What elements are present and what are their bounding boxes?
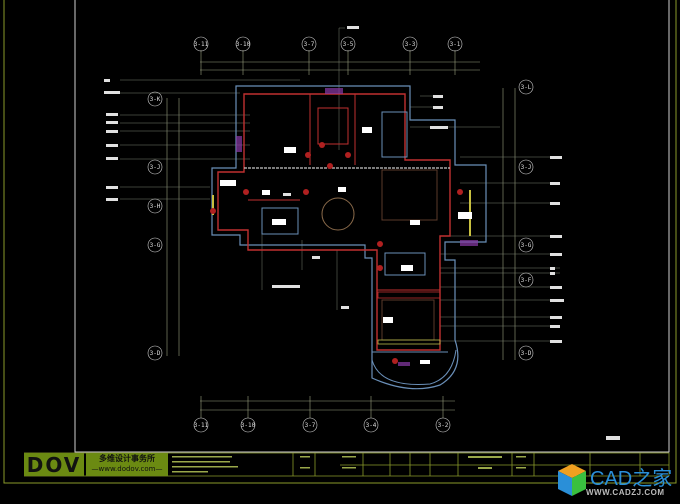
annotation-labels: [104, 26, 620, 440]
axis-label: 3-3: [405, 41, 416, 48]
axis-label: 3-7: [305, 422, 316, 429]
top-axis-bubbles: 3-11 3-10 3-7 3-5 3-3 3-1: [193, 36, 463, 52]
cadzj-watermark: CAD之家 WWW.CADZJ.COM: [556, 460, 676, 500]
axis-label: 3-1: [450, 41, 461, 48]
cube-logo-icon: [558, 464, 586, 496]
drawing-frame: [74, 0, 670, 453]
dimension-lines: [166, 50, 516, 418]
axis-label: 3-H: [150, 203, 161, 210]
axis-label: 3-G: [150, 242, 161, 249]
axis-label: 3-D: [521, 350, 532, 357]
outer-frame: [3, 0, 677, 484]
axis-label: 3-D: [150, 350, 161, 357]
building-walls: [211, 85, 487, 390]
axis-label: 3-11: [194, 41, 209, 48]
axis-label: 3-J: [521, 164, 532, 171]
firm-url: —www.dodov.com—: [91, 465, 163, 473]
title-block-notes: [172, 456, 526, 473]
firm-name-block: 多维设计事务所 —www.dodov.com—: [86, 453, 168, 476]
axis-label: 3-F: [521, 277, 532, 284]
left-axis-bubbles: 3-K 3-J 3-H 3-G 3-D: [147, 91, 163, 361]
axis-label: 3-10: [241, 422, 256, 429]
logo-text: DOV: [26, 452, 82, 477]
room-labels: [220, 127, 472, 364]
axis-label: 3-7: [304, 41, 315, 48]
watermark-title: CAD之家: [590, 468, 673, 490]
right-axis-bubbles: 3-L 3-J 3-G 3-F 3-D: [518, 79, 534, 361]
firm-name: 多维设计事务所: [99, 454, 155, 463]
axis-label: 3-5: [343, 41, 354, 48]
axis-label: 3-4: [366, 422, 377, 429]
axis-label: 3-J: [150, 164, 161, 171]
door-tags: [210, 142, 463, 364]
axis-label: 3-K: [150, 96, 161, 103]
axis-label: 3-10: [236, 41, 251, 48]
axis-label: 3-G: [521, 242, 532, 249]
watermark-url: WWW.CADZJ.COM: [586, 488, 665, 497]
axis-label: 3-L: [521, 84, 532, 91]
axis-label: 3-11: [194, 422, 209, 429]
leader-lines: [120, 27, 560, 342]
firm-logo: DOV: [24, 452, 84, 477]
axis-label: 3-2: [438, 422, 449, 429]
bottom-axis-bubbles: 3-11 3-10 3-7 3-4 3-2: [193, 417, 451, 433]
fixtures-purple: [236, 88, 478, 366]
